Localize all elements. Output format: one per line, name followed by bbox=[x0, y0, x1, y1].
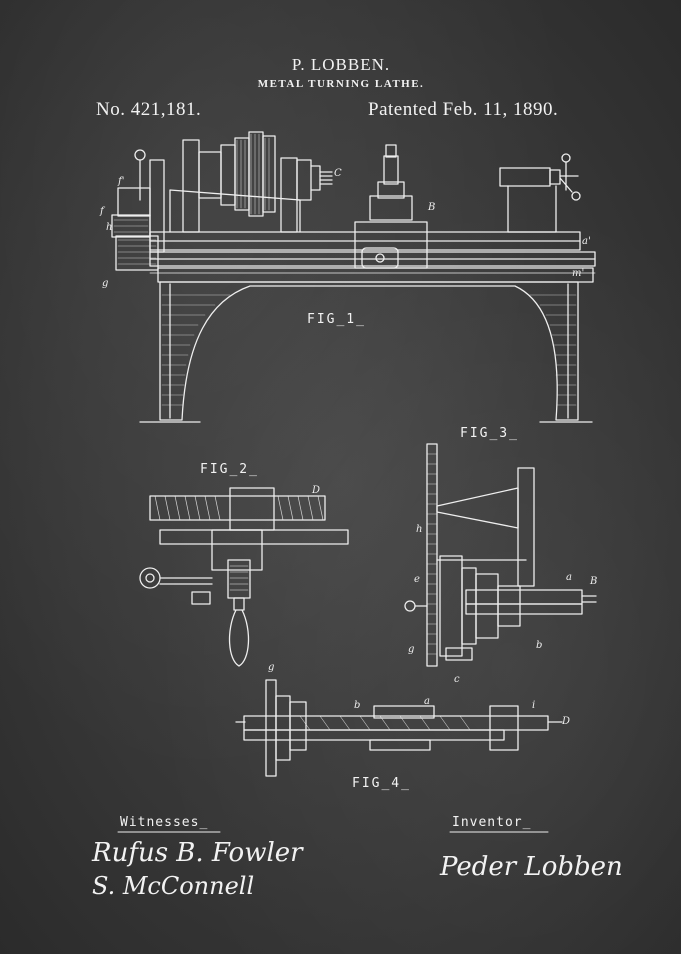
svg-text:B: B bbox=[589, 576, 597, 587]
svg-text:e: e bbox=[414, 574, 420, 585]
svg-text:a: a bbox=[424, 696, 430, 707]
svg-text:D: D bbox=[311, 485, 320, 496]
fig4-detail-drawing bbox=[236, 680, 562, 776]
svg-text:g: g bbox=[408, 644, 414, 655]
inventor-label: Inventor_ bbox=[452, 815, 532, 830]
svg-text:h: h bbox=[106, 222, 112, 233]
invention-title: METAL TURNING LATHE. bbox=[257, 78, 425, 90]
fig2-detail-drawing bbox=[140, 488, 348, 666]
svg-text:g: g bbox=[102, 278, 108, 289]
svg-text:D: D bbox=[561, 716, 570, 727]
fig4-label: FIG_4_ bbox=[352, 776, 411, 791]
svg-text:f: f bbox=[99, 206, 106, 217]
svg-text:B: B bbox=[427, 202, 435, 213]
svg-text:a: a bbox=[566, 572, 572, 583]
witnesses-label: Witnesses_ bbox=[120, 815, 209, 830]
fig3-label: FIG_3_ bbox=[460, 426, 519, 441]
svg-text:a': a' bbox=[582, 236, 591, 247]
inventor-signature: Peder Lobben bbox=[440, 852, 623, 882]
svg-text:g: g bbox=[268, 662, 274, 673]
svg-text:f': f' bbox=[117, 176, 124, 187]
fig2-label: FIG_2_ bbox=[200, 462, 259, 477]
patent-number: No. 421,181. bbox=[96, 99, 202, 120]
svg-text:i: i bbox=[532, 700, 535, 711]
witness-signature-1: Rufus B. Fowler bbox=[92, 838, 303, 868]
svg-text:C: C bbox=[334, 168, 342, 179]
witness-signature-2: S. McConnell bbox=[92, 872, 255, 900]
fig1-lathe-drawing bbox=[112, 132, 595, 422]
inventor-name-heading: P. LOBBEN. bbox=[291, 55, 391, 74]
fig1-label: FIG_1_ bbox=[307, 312, 366, 327]
fig3-detail-drawing bbox=[405, 444, 596, 666]
svg-text:b: b bbox=[536, 640, 542, 651]
svg-text:m': m' bbox=[572, 268, 584, 279]
svg-text:c: c bbox=[454, 674, 460, 685]
patent-date: Patented Feb. 11, 1890. bbox=[368, 99, 559, 120]
svg-text:h: h bbox=[416, 524, 422, 535]
svg-text:b: b bbox=[354, 700, 360, 711]
